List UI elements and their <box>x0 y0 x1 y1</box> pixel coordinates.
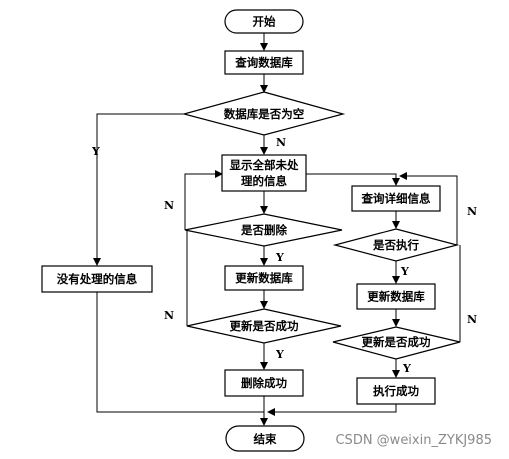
execute-success-box <box>356 377 436 405</box>
show-unprocessed-box <box>221 154 307 192</box>
label-n-update-right: N <box>467 313 477 326</box>
no-unprocessed-box <box>41 265 153 293</box>
update-success-right-label: 更新是否成功 <box>362 335 431 349</box>
label-y-delete: Y <box>275 251 284 264</box>
label-n-update-left: N <box>164 309 174 322</box>
execute-decision <box>332 228 460 262</box>
query-db-box <box>224 50 304 75</box>
label-y-update-left: Y <box>275 348 284 361</box>
delete-decision-label: 是否删除 <box>240 223 287 237</box>
delete-decision <box>184 213 343 247</box>
update-success-left-label: 更新是否成功 <box>230 319 299 333</box>
update-success-left-decision <box>186 308 342 344</box>
label-n-execute: N <box>467 205 477 218</box>
update-db-left-label: 更新数据库 <box>235 271 293 285</box>
label-y-update-right: Y <box>402 362 411 375</box>
execute-decision-label: 是否执行 <box>372 238 419 252</box>
label-n-delete: N <box>164 199 174 212</box>
label-n-db-empty: N <box>276 136 286 149</box>
delete-success-box <box>224 369 304 397</box>
start-label: 开始 <box>253 15 276 29</box>
query-db-label: 查询数据库 <box>234 56 293 70</box>
db-empty-label: 数据库是否为空 <box>224 107 305 121</box>
update-db-right-label: 更新数据库 <box>367 290 425 304</box>
start-terminal <box>224 9 304 34</box>
label-y-db-empty: Y <box>91 145 100 158</box>
end-label: 结束 <box>253 432 277 446</box>
update-db-right-box <box>356 283 436 310</box>
show-unprocessed-label-2: 理的信息 <box>241 174 287 188</box>
query-detail-label: 查询详细信息 <box>361 192 431 206</box>
db-empty-decision <box>181 91 346 136</box>
end-terminal <box>225 425 305 452</box>
label-y-execute: Y <box>400 265 409 278</box>
show-unprocessed-label-1: 显示全部未处 <box>230 158 299 172</box>
watermark: CSDN @weixin_ZYKJ985 <box>335 433 492 448</box>
update-success-right-decision <box>332 326 461 360</box>
no-unprocessed-label: 没有处理的信息 <box>57 272 138 286</box>
delete-success-label: 删除成功 <box>241 376 287 390</box>
connectors <box>93 33 461 426</box>
query-detail-box <box>351 185 441 212</box>
update-db-left-box <box>224 265 304 291</box>
execute-success-label: 执行成功 <box>373 384 419 398</box>
